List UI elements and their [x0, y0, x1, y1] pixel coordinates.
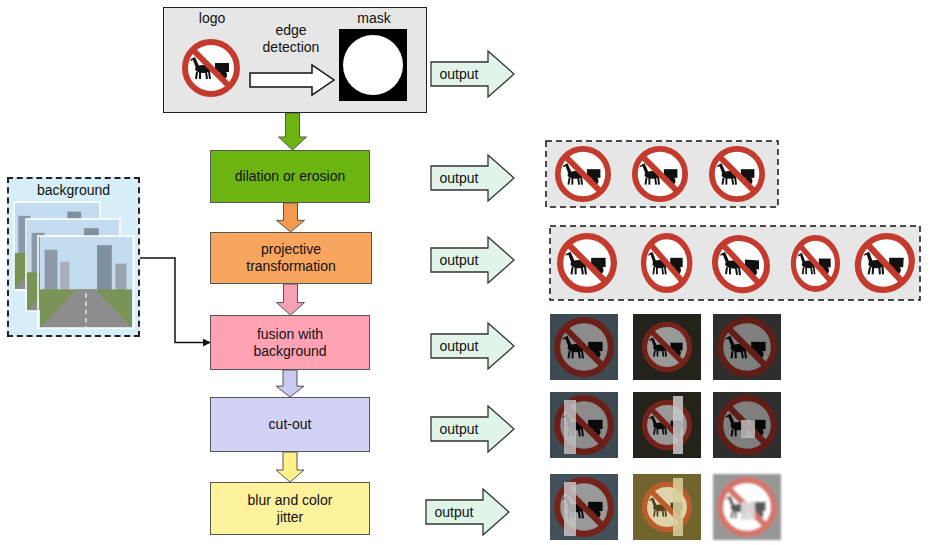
cutout-photo — [550, 392, 618, 458]
sign-sample — [712, 149, 762, 199]
output-arrow: output — [430, 50, 515, 98]
box-label: output — [440, 66, 479, 83]
output-strip — [550, 226, 920, 300]
box-label: output — [440, 338, 479, 355]
arrow-body: output — [430, 50, 488, 98]
hollow-arrow — [250, 65, 334, 95]
logo-sign — [185, 42, 237, 94]
output-arrow: output — [430, 236, 515, 284]
block-arrow — [276, 370, 304, 397]
street-photo — [40, 236, 132, 328]
arrow-shape — [426, 489, 509, 535]
box-label: fusion with background — [230, 326, 350, 360]
box-label: cut-out — [269, 416, 312, 433]
photo-frame — [38, 236, 134, 328]
box-label: projective transformation — [216, 241, 366, 275]
arrow-body: output — [430, 236, 488, 284]
output-arrow: output — [425, 488, 510, 536]
output-arrow: output — [430, 405, 515, 453]
text-wrap: dilation or erosion — [235, 168, 346, 185]
sign-sample — [560, 236, 614, 290]
process-box: cut-out — [210, 397, 370, 452]
arrow-body: output — [430, 405, 488, 453]
panel-fill — [7, 177, 140, 337]
mask-circle — [343, 35, 403, 95]
panel-label: mask — [339, 10, 409, 27]
box-label: blur and color jitter — [234, 492, 346, 526]
output-arrow: output — [430, 322, 515, 370]
text-wrap: projective transformation — [216, 241, 366, 275]
process-box: projective transformation — [210, 232, 372, 284]
block-arrow — [276, 452, 304, 482]
sign-sample — [644, 236, 690, 290]
sign-sample — [558, 149, 608, 199]
panel-label: background — [9, 182, 138, 199]
box-label: output — [435, 504, 474, 521]
panel-label: logo — [182, 10, 242, 27]
mask-image — [339, 29, 407, 101]
block-arrow — [277, 284, 305, 315]
process-box: blur and color jitter — [210, 482, 370, 535]
text-wrap: blur and color jitter — [234, 492, 346, 526]
elbow-connector — [140, 258, 210, 343]
output-arrow: output — [430, 154, 515, 202]
input-panel: logo edge detection mask — [163, 7, 427, 113]
process-box: dilation or erosion — [210, 150, 370, 203]
jitter-photo — [713, 474, 781, 540]
jitter-photo — [550, 474, 618, 540]
fused-photo — [550, 314, 618, 380]
background-panel: background — [7, 177, 140, 337]
process-box: fusion with background — [210, 315, 370, 370]
cutout-photo — [713, 392, 781, 458]
block-arrow — [279, 113, 307, 150]
box-label: dilation or erosion — [235, 168, 346, 185]
arrow-shape — [431, 237, 514, 283]
arrow-shape — [431, 406, 514, 452]
jitter-photo — [633, 474, 701, 540]
sign-sample — [856, 236, 913, 290]
sign-sample — [793, 238, 837, 289]
fused-photo — [633, 314, 701, 380]
arrow-body: output — [430, 154, 488, 202]
arrow-body: output — [425, 488, 483, 536]
sign-sample — [635, 149, 685, 199]
step-label: edge detection — [251, 22, 331, 56]
arrow-body: output — [430, 322, 488, 370]
arrow-shape — [431, 323, 514, 369]
cutout-photo — [633, 392, 701, 458]
panel-fill — [163, 7, 427, 113]
arrow-shape — [431, 51, 514, 97]
box-label: output — [440, 252, 479, 269]
arrow-shape — [431, 155, 514, 201]
box-label: output — [440, 421, 479, 438]
block-arrow — [277, 203, 305, 232]
box-label: output — [440, 170, 479, 187]
text-wrap: cut-out — [269, 416, 312, 433]
sign-sample — [715, 236, 767, 292]
fused-photo — [713, 314, 781, 380]
output-strip — [546, 141, 778, 207]
text-wrap: fusion with background — [230, 326, 350, 360]
